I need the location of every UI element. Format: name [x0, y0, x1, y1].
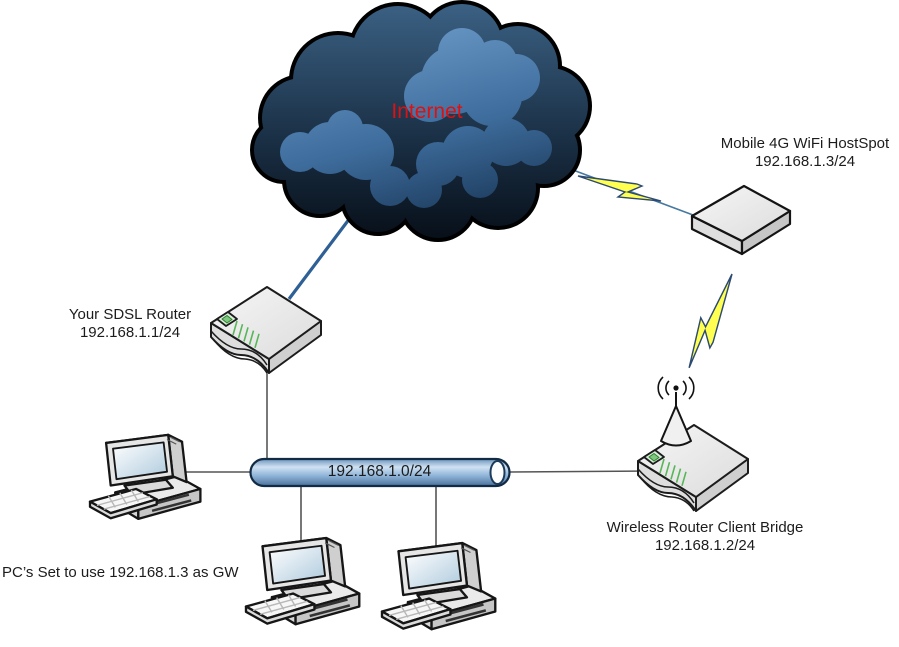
hotspot-device-icon [690, 184, 792, 256]
sdsl-router-title: Your SDSL Router [68, 306, 192, 323]
sdsl-router-ip: 192.168.1.1/24 [79, 324, 181, 341]
lan-pipe-icon [249, 457, 511, 488]
client-bridge-label: Wireless Router Client Bridge 192.168.1.… [590, 519, 820, 555]
link-cloud-to-sdsl [287, 213, 355, 300]
wireless-bolt-icon-wan [577, 175, 662, 202]
internet-cloud-icon [254, 4, 588, 238]
sdsl-router-icon [210, 286, 322, 374]
lan-pipe-end-cap [489, 460, 506, 485]
cloud-puffs [280, 28, 552, 208]
internet-label: Internet [391, 100, 463, 123]
link-lan-to-bridge [509, 470, 653, 473]
antenna-icon [657, 376, 695, 447]
lan-subnet-label: 192.168.1.0/24 [327, 463, 432, 480]
hotspot-ip: 192.168.1.3/24 [754, 153, 856, 170]
client-bridge-ip: 192.168.1.2/24 [654, 537, 756, 554]
pc-gateway-note: PC’s Set to use 192.168.1.3 as GW [2, 564, 239, 581]
sdsl-router-label: Your SDSL Router 192.168.1.1/24 [55, 306, 205, 342]
wireless-bolt-icon-bridge [688, 269, 733, 373]
client-bridge-icon [637, 376, 749, 512]
hotspot-title: Mobile 4G WiFi HostSpot [720, 135, 890, 152]
pc-icon-bottom-2 [380, 541, 497, 631]
hotspot-label: Mobile 4G WiFi HostSpot 192.168.1.3/24 [710, 135, 899, 171]
client-bridge-title: Wireless Router Client Bridge [606, 519, 804, 536]
pc-icon-left [88, 433, 202, 521]
